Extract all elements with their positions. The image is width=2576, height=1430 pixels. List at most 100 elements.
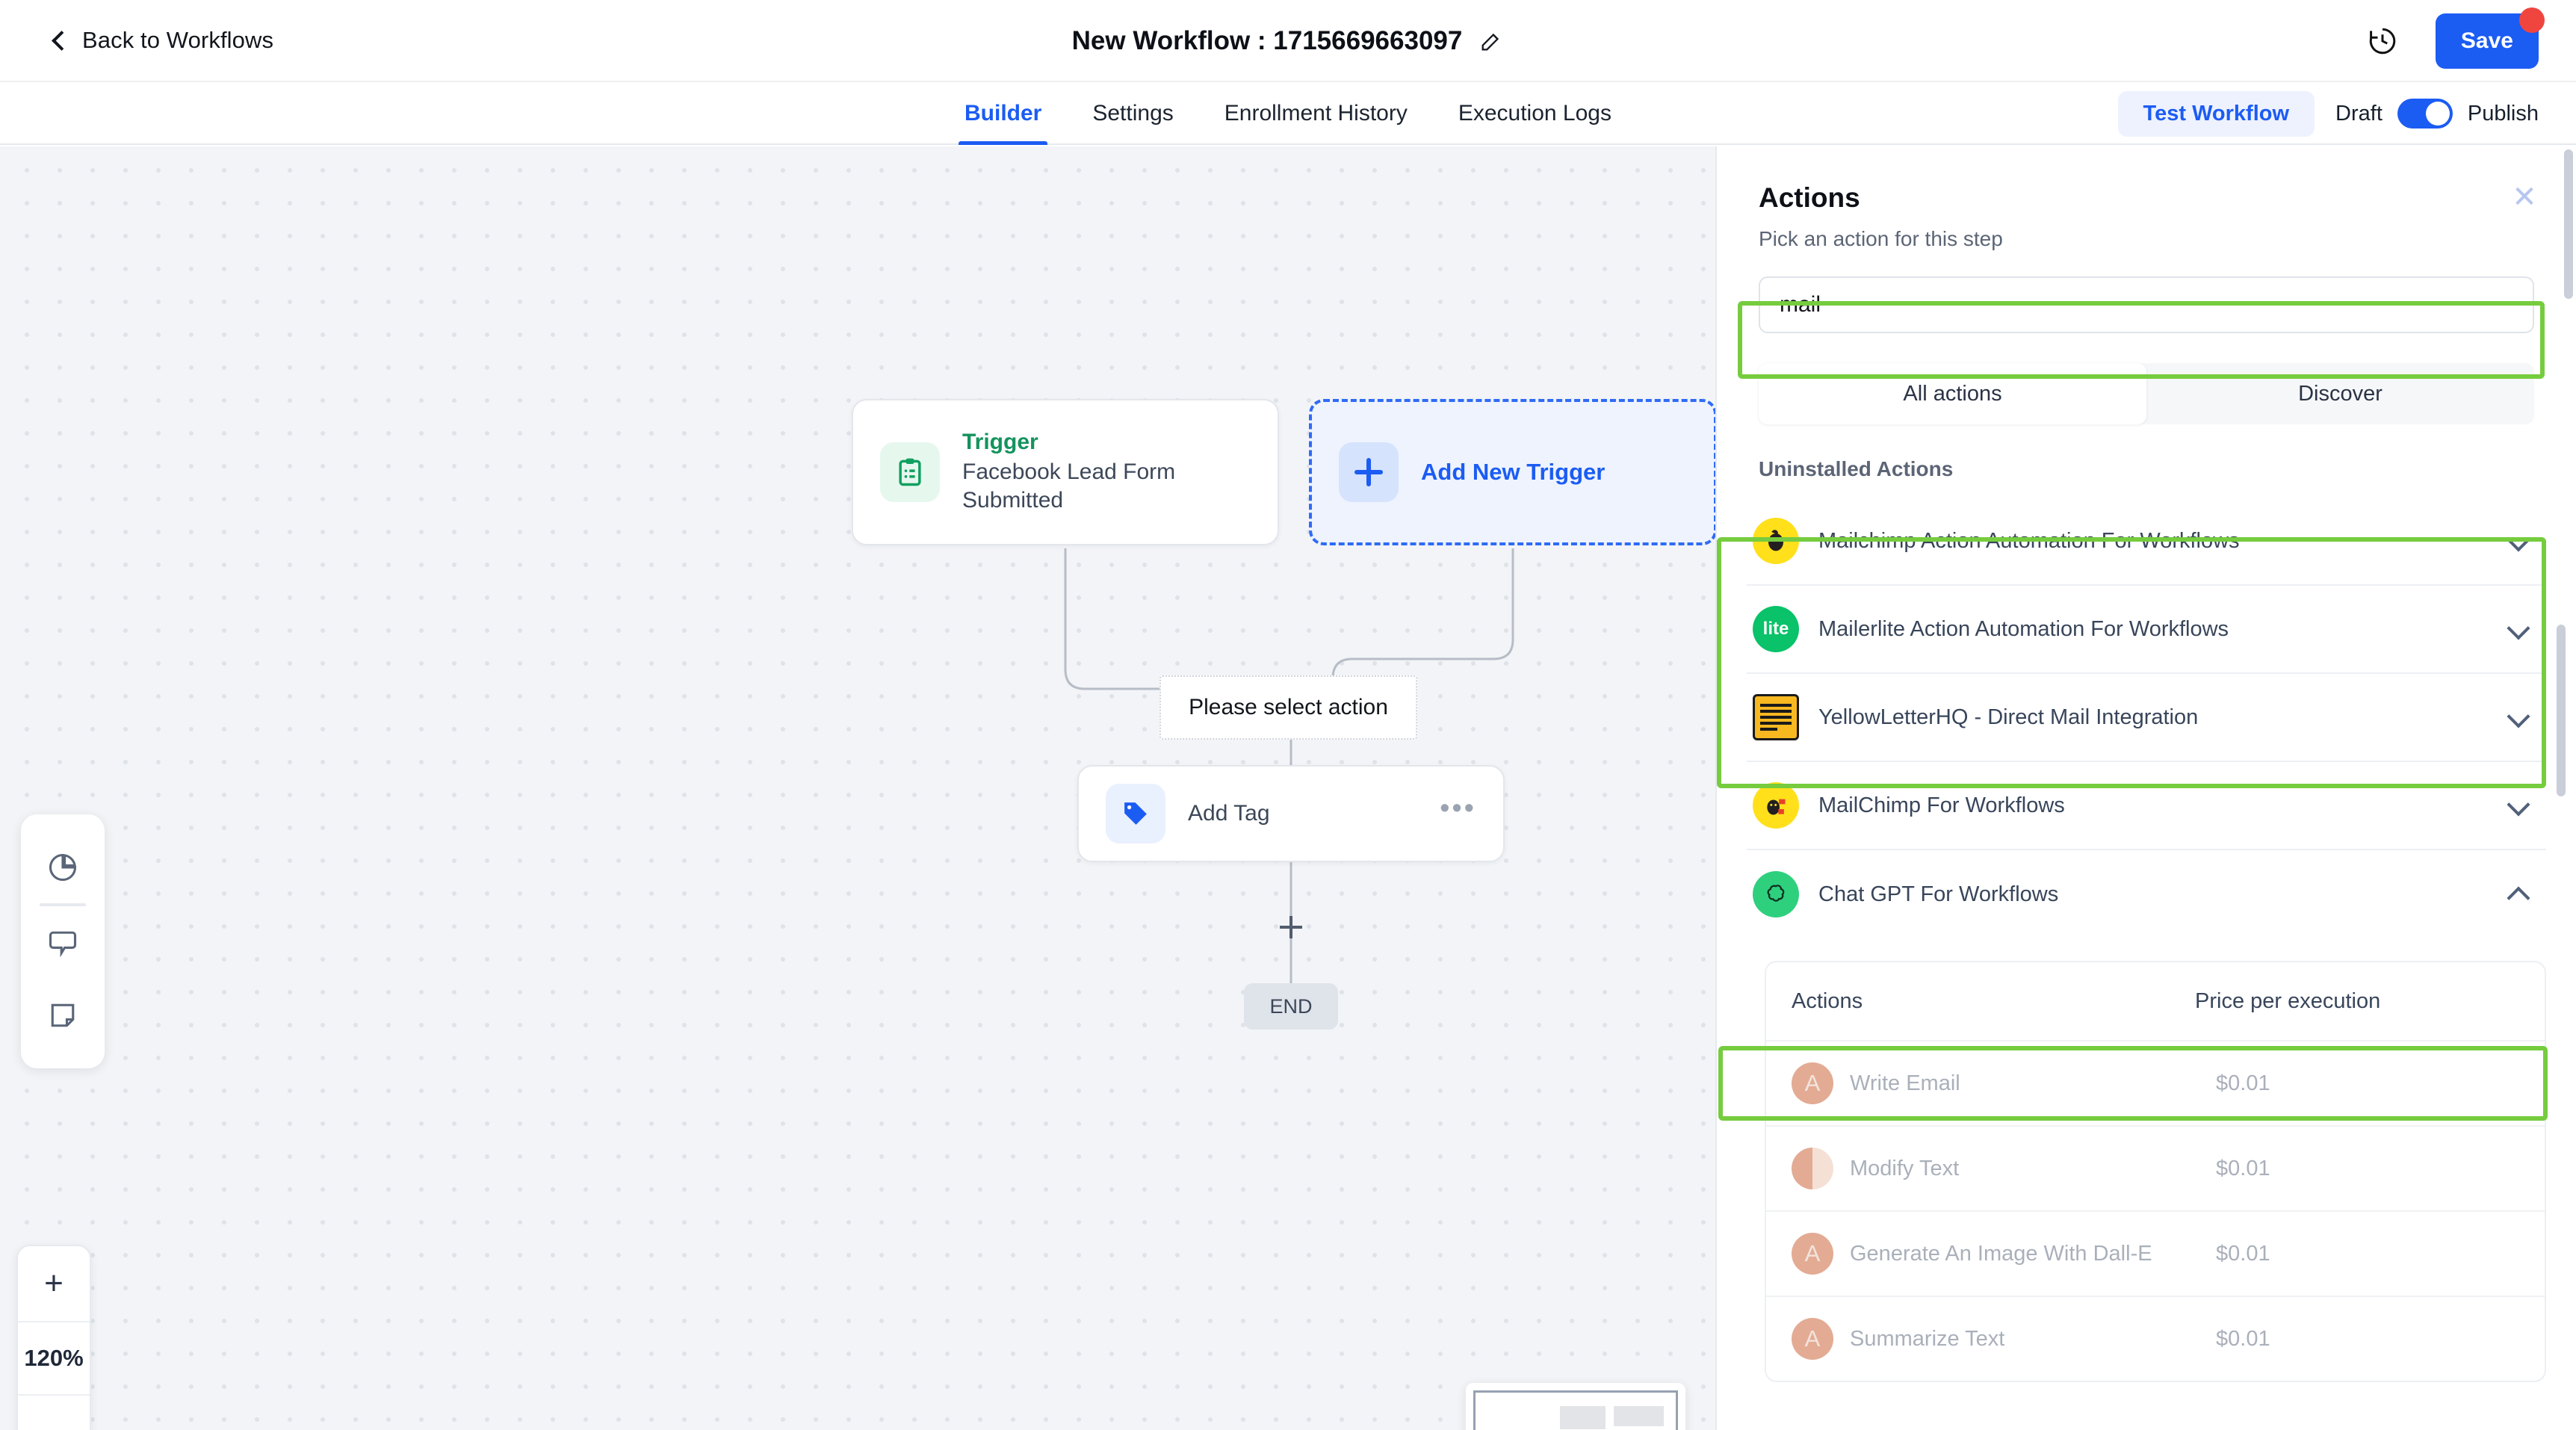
tab-settings[interactable]: Settings bbox=[1092, 101, 1174, 126]
history-clock-icon[interactable] bbox=[2367, 25, 2398, 57]
action-price-label: $0.01 bbox=[2216, 1326, 2270, 1351]
app-name-label: YellowLetterHQ - Direct Mail Integration bbox=[1818, 705, 2199, 729]
mailerlite-logo: lite bbox=[1753, 606, 1799, 652]
action-row-summarize-text[interactable]: A Summarize Text $0.01 bbox=[1766, 1296, 2545, 1381]
top-bar-right: Save bbox=[2367, 0, 2545, 82]
tab-list: Builder Settings Enrollment History Exec… bbox=[0, 82, 2576, 145]
actions-panel-title: Actions bbox=[1759, 182, 1860, 213]
action-name-label: Summarize Text bbox=[1850, 1326, 2005, 1351]
action-price-label: $0.01 bbox=[2216, 1156, 2270, 1180]
mailchimp-alt-logo bbox=[1753, 782, 1799, 829]
app-row-mailchimp-action-automation[interactable]: Mailchimp Action Automation For Workflow… bbox=[1747, 498, 2546, 586]
workflow-canvas[interactable]: Trigger Facebook Lead Form Submitted Add… bbox=[0, 146, 1715, 1430]
toggle-knob bbox=[2425, 102, 2450, 126]
action-price-label: $0.01 bbox=[2216, 1071, 2270, 1095]
chevron-up-icon[interactable] bbox=[2509, 885, 2528, 904]
action-node-add-tag[interactable]: Add Tag ••• bbox=[1077, 765, 1505, 862]
trigger-name-label: Facebook Lead Form Submitted bbox=[962, 459, 1176, 513]
tab-enrollment-history[interactable]: Enrollment History bbox=[1224, 101, 1408, 126]
panel-scrollbar[interactable] bbox=[2557, 625, 2566, 796]
chatgpt-logo bbox=[1753, 871, 1799, 917]
top-bar: Back to Workflows New Workflow : 1715669… bbox=[0, 0, 2576, 82]
segment-all-actions[interactable]: All actions bbox=[1759, 363, 2146, 424]
trigger-node-text: Trigger Facebook Lead Form Submitted bbox=[962, 430, 1209, 516]
actions-panel-header: Actions Pick an action for this step ✕ bbox=[1717, 146, 2576, 251]
plus-icon bbox=[1339, 442, 1399, 502]
zoom-in-button[interactable]: + bbox=[44, 1265, 64, 1301]
app-row-chat-gpt-for-workflows[interactable]: Chat GPT For Workflows bbox=[1747, 850, 2546, 938]
app-row-yellowletterhq[interactable]: YellowLetterHQ - Direct Mail Integration bbox=[1747, 674, 2546, 762]
actions-column-header: Actions bbox=[1792, 988, 1863, 1013]
chevron-left-icon bbox=[49, 31, 69, 50]
segment-discover[interactable]: Discover bbox=[2298, 381, 2383, 406]
page-title: New Workflow : 1715669663097 bbox=[1071, 26, 1463, 55]
rail-divider bbox=[40, 903, 86, 907]
actions-segmented-control: All actions Discover bbox=[1759, 363, 2534, 424]
actions-panel-subtitle: Pick an action for this step bbox=[1759, 227, 2003, 250]
chevron-down-icon[interactable] bbox=[2509, 531, 2528, 551]
app-row-mailerlite-action-automation[interactable]: lite Mailerlite Action Automation For Wo… bbox=[1747, 586, 2546, 674]
actions-table-header: Actions Price per execution bbox=[1766, 962, 2545, 1040]
tab-bar-right: Test Workflow Draft Publish bbox=[2117, 82, 2539, 145]
end-node: END bbox=[1244, 983, 1338, 1030]
save-button-wrapper: Save bbox=[2435, 7, 2545, 69]
action-name-label: Generate An Image With Dall-E bbox=[1850, 1241, 2152, 1266]
add-new-trigger-button[interactable]: Add New Trigger bbox=[1309, 399, 1715, 545]
back-to-workflows-label: Back to Workflows bbox=[82, 27, 274, 53]
add-step-plus-icon[interactable] bbox=[1280, 916, 1302, 938]
app-name-label: Chat GPT For Workflows bbox=[1818, 882, 2059, 906]
action-row-write-email[interactable]: A Write Email $0.01 bbox=[1766, 1040, 2545, 1125]
action-row-modify-text[interactable]: Modify Text $0.01 bbox=[1766, 1125, 2545, 1210]
canvas-minimap[interactable] bbox=[1466, 1383, 1685, 1430]
page-scrollbar[interactable] bbox=[2564, 149, 2573, 299]
chevron-down-icon[interactable] bbox=[2509, 796, 2528, 815]
uninstalled-actions-label: Uninstalled Actions bbox=[1759, 457, 1954, 480]
app-name-label: MailChimp For Workflows bbox=[1818, 793, 2065, 817]
action-name-label: Modify Text bbox=[1850, 1156, 1960, 1180]
chevron-down-icon[interactable] bbox=[2509, 708, 2528, 727]
action-row-generate-an-image-with-dall-e[interactable]: A Generate An Image With Dall-E $0.01 bbox=[1766, 1210, 2545, 1296]
actions-panel: Actions Pick an action for this step ✕ A… bbox=[1715, 146, 2576, 1430]
close-icon[interactable]: ✕ bbox=[2512, 181, 2537, 214]
chevron-down-icon[interactable] bbox=[2509, 619, 2528, 639]
actions-search-row bbox=[1717, 251, 2576, 333]
tag-icon bbox=[1106, 784, 1165, 844]
zoom-out-button[interactable]: − bbox=[18, 1396, 90, 1430]
draft-label: Draft bbox=[2335, 101, 2383, 126]
minimap-block bbox=[1613, 1405, 1664, 1427]
app-row-mailchimp-for-workflows[interactable]: MailChimp For Workflows bbox=[1747, 762, 2546, 850]
search-input[interactable] bbox=[1759, 276, 2534, 333]
comment-icon[interactable] bbox=[21, 906, 105, 979]
app-name-label: Mailchimp Action Automation For Workflow… bbox=[1818, 528, 2240, 553]
add-new-trigger-inner: Add New Trigger bbox=[1312, 402, 1714, 542]
pie-chart-icon[interactable] bbox=[21, 831, 105, 903]
app-list: Mailchimp Action Automation For Workflow… bbox=[1747, 498, 2546, 938]
trigger-node[interactable]: Trigger Facebook Lead Form Submitted bbox=[852, 399, 1279, 545]
node-menu-icon[interactable]: ••• bbox=[1440, 793, 1476, 824]
please-select-action-tooltip: Please select action bbox=[1159, 675, 1417, 740]
action-avatar-icon: A bbox=[1792, 1062, 1833, 1104]
canvas-tool-rail bbox=[21, 814, 105, 1068]
publish-toggle[interactable] bbox=[2397, 99, 2453, 129]
add-tag-label: Add Tag bbox=[1188, 801, 1270, 826]
publish-label: Publish bbox=[2467, 101, 2539, 126]
action-price-label: $0.01 bbox=[2216, 1241, 2270, 1266]
actions-table: Actions Price per execution A Write Emai… bbox=[1765, 961, 2546, 1382]
test-workflow-button[interactable]: Test Workflow bbox=[2117, 90, 2315, 137]
tab-builder[interactable]: Builder bbox=[939, 82, 1067, 145]
mailchimp-logo bbox=[1753, 518, 1799, 564]
action-avatar-icon bbox=[1792, 1148, 1833, 1189]
action-name-label: Write Email bbox=[1850, 1071, 1960, 1095]
draft-publish-toggle-group: Draft Publish bbox=[2335, 99, 2539, 129]
back-to-workflows-button[interactable]: Back to Workflows bbox=[49, 27, 273, 54]
trigger-node-inner: Trigger Facebook Lead Form Submitted bbox=[853, 400, 1278, 544]
add-new-trigger-label: Add New Trigger bbox=[1421, 459, 1606, 485]
action-avatar-icon: A bbox=[1792, 1233, 1833, 1275]
minimap-viewport bbox=[1473, 1390, 1678, 1430]
tab-execution-logs[interactable]: Execution Logs bbox=[1458, 101, 1611, 126]
add-tag-node-inner: Add Tag ••• bbox=[1079, 767, 1503, 861]
note-icon[interactable] bbox=[21, 979, 105, 1052]
pencil-icon[interactable] bbox=[1479, 28, 1504, 54]
workflow-title-group: New Workflow : 1715669663097 bbox=[0, 0, 2576, 82]
